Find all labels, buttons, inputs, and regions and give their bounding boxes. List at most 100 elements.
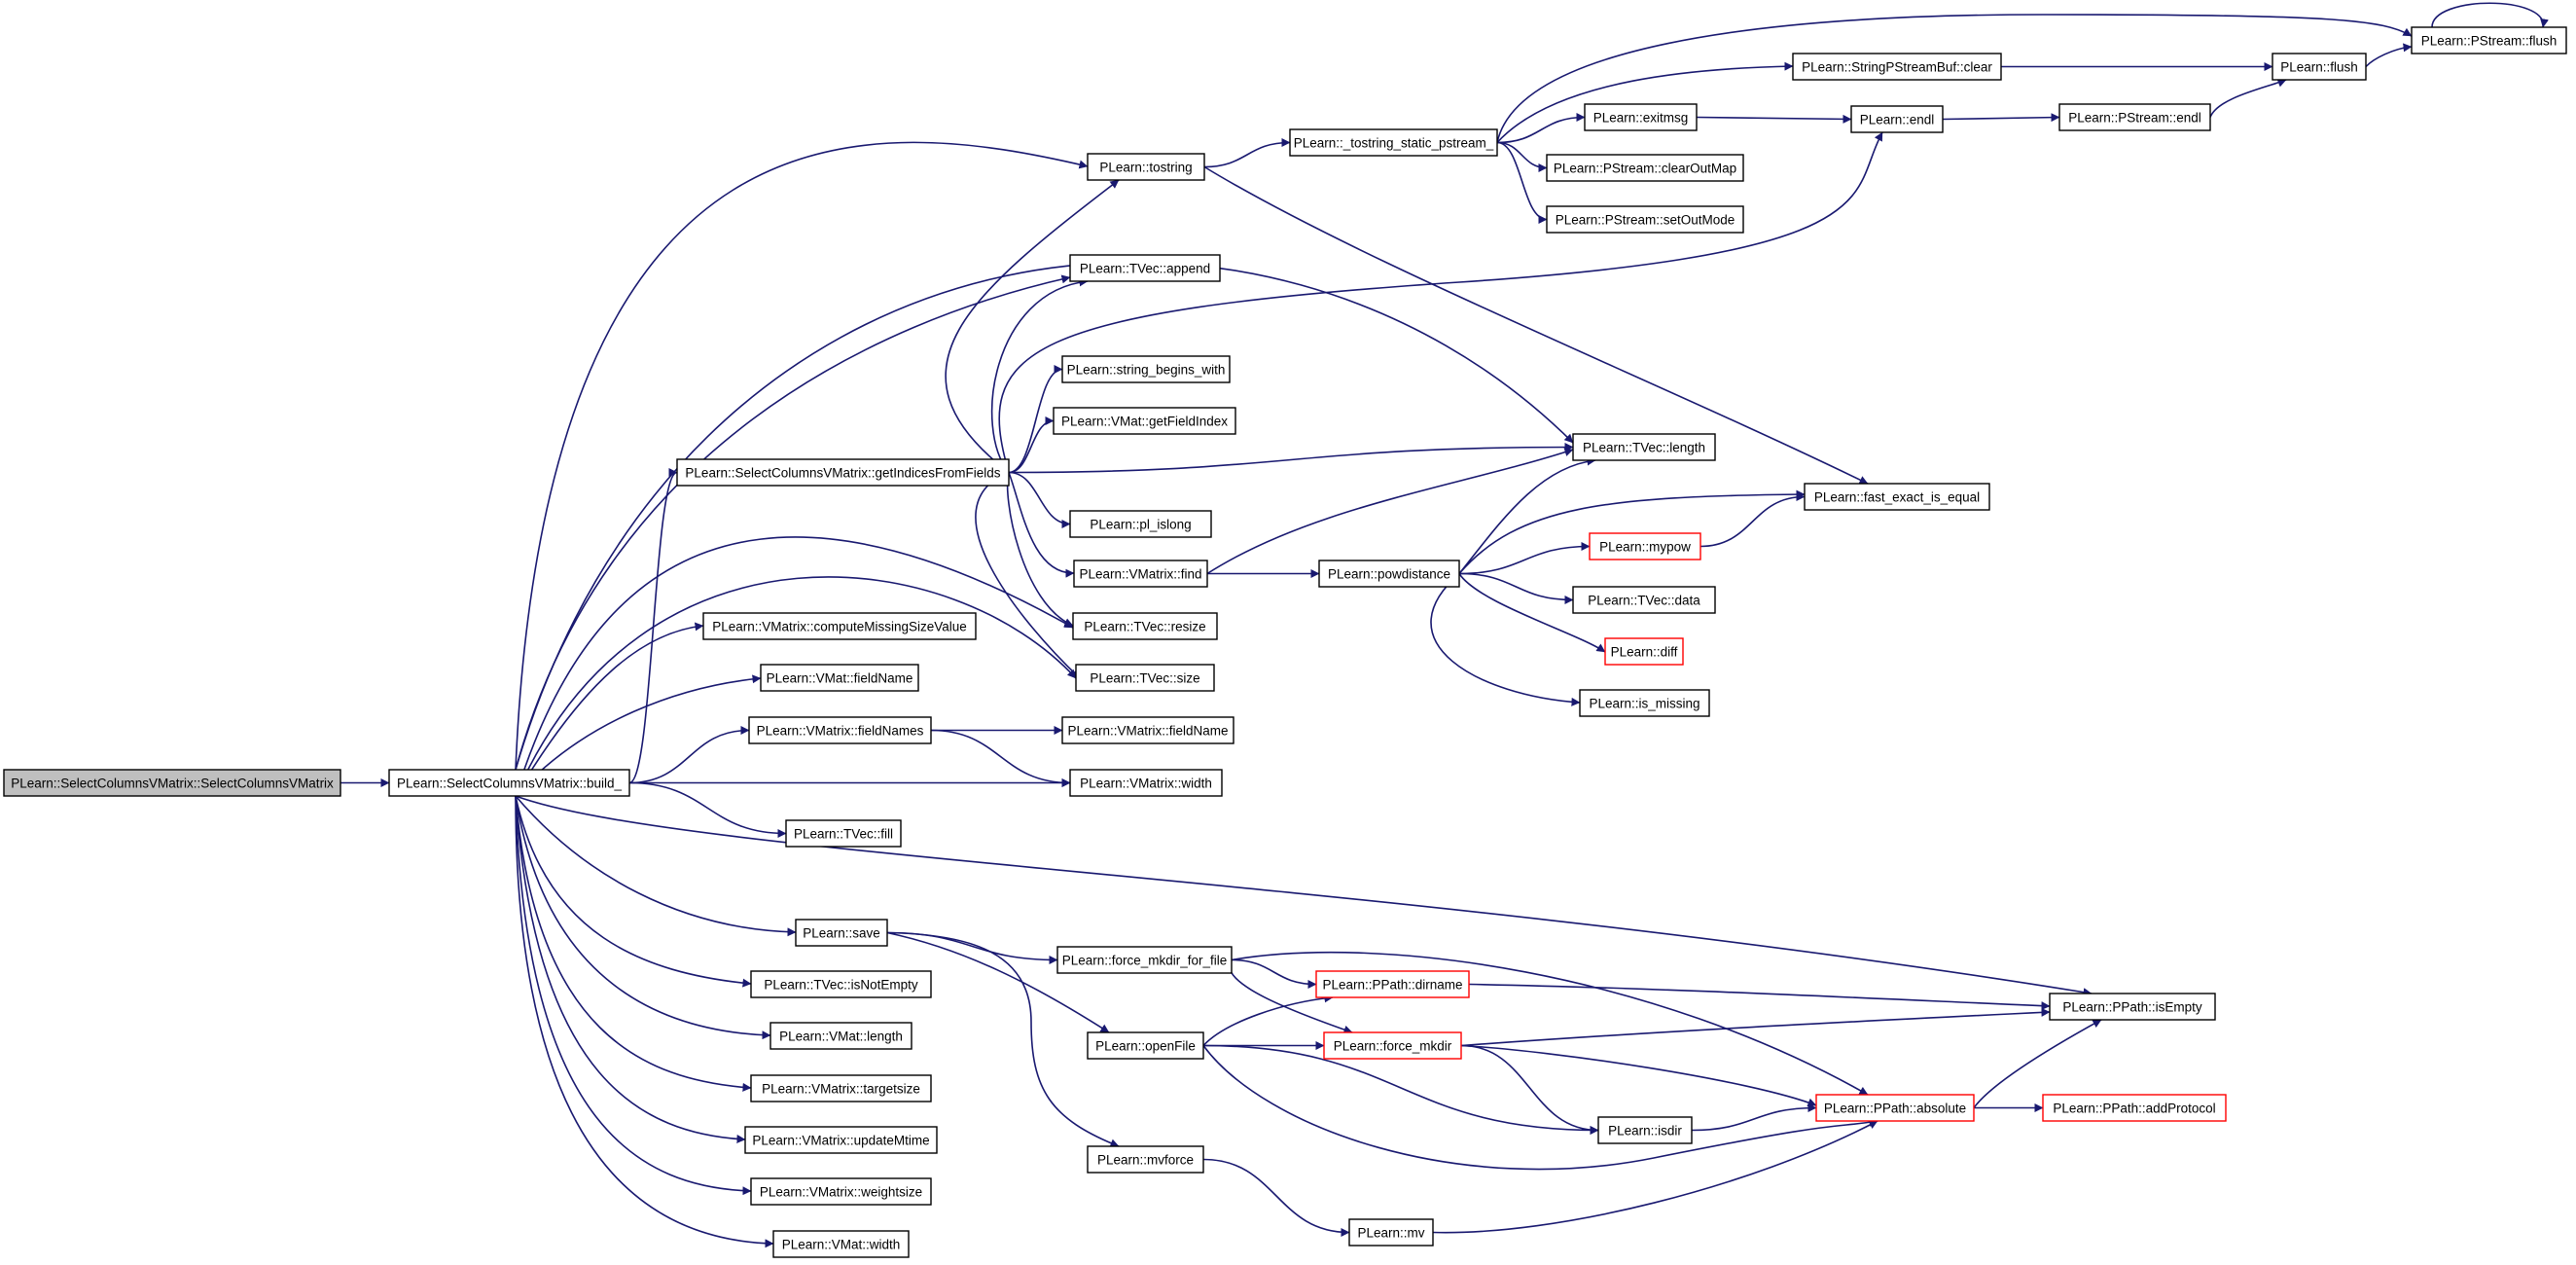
graph-node-forceMkdir[interactable]: PLearn::force_mkdir: [1323, 1031, 1462, 1060]
graph-node-dirname[interactable]: PLearn::PPath::dirname: [1315, 970, 1470, 998]
graph-node-getIndices[interactable]: PLearn::SelectColumnsVMatrix::getIndices…: [676, 458, 1010, 487]
graph-node-computeMissing[interactable]: PLearn::VMatrix::computeMissingSizeValue: [702, 612, 977, 640]
node-box: [702, 612, 977, 640]
graph-node-pstreamFlush[interactable]: PLearn::PStream::flush: [2411, 26, 2567, 54]
node-box: [1572, 586, 1716, 614]
graph-node-exitmsg[interactable]: PLearn::exitmsg: [1584, 103, 1698, 131]
graph-node-updateMtime[interactable]: PLearn::VMatrix::updateMtime: [744, 1126, 938, 1154]
call-edge-forceMkdirFile-to-dirname: [1231, 958, 1317, 989]
graph-node-isEmpty[interactable]: PLearn::PPath::isEmpty: [2049, 993, 2216, 1021]
call-edge-pstreamFlush-to-pstreamFlush: [2431, 2, 2549, 28]
node-box: [750, 970, 932, 998]
graph-node-targetsize[interactable]: PLearn::VMatrix::targetsize: [750, 1074, 932, 1102]
node-label: PLearn::_tostring_static_pstream_: [1294, 136, 1494, 151]
graph-node-mv[interactable]: PLearn::mv: [1348, 1218, 1434, 1247]
node-label: PLearn::force_mkdir: [1334, 1039, 1452, 1054]
graph-node-fill[interactable]: PLearn::TVec::fill: [785, 819, 902, 848]
graph-node-find[interactable]: PLearn::VMatrix::find: [1073, 560, 1208, 588]
graph-node-save[interactable]: PLearn::save: [795, 919, 888, 947]
node-box: [744, 1126, 938, 1154]
graph-node-endl[interactable]: PLearn::endl: [1850, 105, 1944, 133]
node-label: PLearn::VMatrix::computeMissingSizeValue: [712, 620, 967, 634]
node-label: PLearn::flush: [2280, 60, 2358, 75]
graph-node-clearOutMap[interactable]: PLearn::PStream::clearOutMap: [1546, 154, 1744, 182]
node-box: [1069, 510, 1212, 538]
graph-node-addProtocol[interactable]: PLearn::PPath::addProtocol: [2042, 1094, 2227, 1122]
node-box: [1792, 53, 2002, 81]
graph-node-vmWidth[interactable]: PLearn::VMatrix::width: [1069, 769, 1223, 797]
graph-node-root: PLearn::SelectColumnsVMatrix::SelectColu…: [3, 769, 341, 797]
graph-node-isMissing[interactable]: PLearn::is_missing: [1579, 689, 1710, 717]
graph-node-fastEq[interactable]: PLearn::fast_exact_is_equal: [1804, 483, 1990, 511]
node-label: PLearn::TVec::isNotEmpty: [764, 978, 918, 993]
node-label: PLearn::VMat::fieldName: [767, 671, 913, 686]
graph-node-powdistance[interactable]: PLearn::powdistance: [1318, 560, 1460, 588]
graph-node-tostringStatic[interactable]: PLearn::_tostring_static_pstream_: [1289, 128, 1498, 157]
node-box: [2049, 993, 2216, 1021]
node-label: PLearn::PStream::flush: [2421, 34, 2558, 49]
call-edge-build-to-computeMissing: [515, 622, 704, 797]
call-edge-forceMkdir-to-absolute: [1460, 1044, 1817, 1107]
graph-node-getFieldIndex[interactable]: PLearn::VMat::getFieldIndex: [1053, 407, 1236, 435]
call-edge-fieldNames-to-vmWidth: [930, 729, 1071, 787]
call-edge-powdistance-to-diff: [1458, 573, 1606, 653]
graph-node-strBegins[interactable]: PLearn::string_begins_with: [1061, 355, 1231, 383]
graph-node-diff[interactable]: PLearn::diff: [1604, 637, 1684, 666]
graph-node-tvecData[interactable]: PLearn::TVec::data: [1572, 586, 1716, 614]
node-box: [2411, 26, 2567, 54]
graph-node-forceMkdirFile[interactable]: PLearn::force_mkdir_for_file: [1056, 946, 1233, 974]
call-edge-build-to-isEmpty: [515, 795, 2093, 997]
node-box: [760, 664, 919, 692]
call-edge-mv-to-absolute: [1432, 1120, 1878, 1234]
call-edge-build-to-vmatWidth: [515, 795, 774, 1248]
graph-node-openFile[interactable]: PLearn::openFile: [1087, 1031, 1204, 1060]
graph-node-pstreamEndl[interactable]: PLearn::PStream::endl: [2058, 103, 2211, 131]
node-label: PLearn::TVec::length: [1583, 441, 1705, 455]
graph-node-isNotEmpty[interactable]: PLearn::TVec::isNotEmpty: [750, 970, 932, 998]
graph-node-tvecLength[interactable]: PLearn::TVec::length: [1572, 433, 1716, 461]
graph-node-vmatLength[interactable]: PLearn::VMat::length: [769, 1022, 912, 1050]
call-edge-tostringStatic-to-exitmsg: [1496, 113, 1586, 144]
call-edge-flush-to-pstreamFlush: [2365, 43, 2413, 68]
call-edge-tostring-to-tostringStatic: [1203, 138, 1291, 168]
node-label: PLearn::PPath::isEmpty: [2062, 1000, 2202, 1015]
node-label: PLearn::pl_islong: [1090, 518, 1191, 532]
graph-node-resize[interactable]: PLearn::TVec::resize: [1072, 612, 1218, 640]
graph-node-fieldNames[interactable]: PLearn::VMatrix::fieldNames: [748, 716, 932, 744]
graph-node-absolute[interactable]: PLearn::PPath::absolute: [1815, 1094, 1975, 1122]
graph-node-isdir[interactable]: PLearn::isdir: [1597, 1116, 1693, 1144]
call-edge-tostringStatic-to-setOutMode: [1496, 141, 1548, 224]
node-label: PLearn::PStream::endl: [2068, 111, 2201, 126]
node-box: [1056, 946, 1233, 974]
node-box: [1061, 716, 1234, 744]
node-box: [1579, 689, 1710, 717]
graph-node-spsbClear[interactable]: PLearn::StringPStreamBuf::clear: [1792, 53, 2002, 81]
graph-node-weightsize[interactable]: PLearn::VMatrix::weightsize: [750, 1177, 932, 1206]
graph-node-size[interactable]: PLearn::TVec::size: [1075, 664, 1215, 692]
node-label: PLearn::mv: [1357, 1226, 1424, 1241]
node-label: PLearn::TVec::size: [1090, 671, 1199, 686]
graph-node-vmatFieldName[interactable]: PLearn::VMat::fieldName: [760, 664, 919, 692]
graph-node-append[interactable]: PLearn::TVec::append: [1069, 254, 1221, 282]
graph-node-setOutMode[interactable]: PLearn::PStream::setOutMode: [1546, 205, 1744, 234]
graph-node-mvforce[interactable]: PLearn::mvforce: [1087, 1145, 1204, 1174]
graph-node-mypow[interactable]: PLearn::mypow: [1589, 532, 1701, 560]
graph-node-vmatWidth[interactable]: PLearn::VMat::width: [772, 1230, 910, 1258]
call-edge-build-to-updateMtime: [515, 795, 746, 1144]
graph-node-flush[interactable]: PLearn::flush: [2272, 53, 2367, 81]
call-edge-build-to-weightsize: [515, 795, 752, 1196]
node-box: [1348, 1218, 1434, 1247]
call-edge-build-to-isNotEmpty: [515, 795, 752, 988]
graph-node-tostring[interactable]: PLearn::tostring: [1087, 153, 1205, 181]
node-box: [1546, 205, 1744, 234]
graph-node-build[interactable]: PLearn::SelectColumnsVMatrix::build_: [388, 769, 630, 797]
graph-node-plIslong[interactable]: PLearn::pl_islong: [1069, 510, 1212, 538]
call-edge-build-to-tvecLength: [515, 261, 1574, 771]
node-label: PLearn::powdistance: [1328, 567, 1450, 582]
node-box: [785, 819, 902, 848]
graph-node-vmFieldName[interactable]: PLearn::VMatrix::fieldName: [1061, 716, 1234, 744]
call-edge-getIndices-to-strBegins: [1008, 365, 1063, 474]
call-edge-forceMkdirFile-to-absolute: [1231, 951, 1869, 1096]
node-box: [3, 769, 341, 797]
